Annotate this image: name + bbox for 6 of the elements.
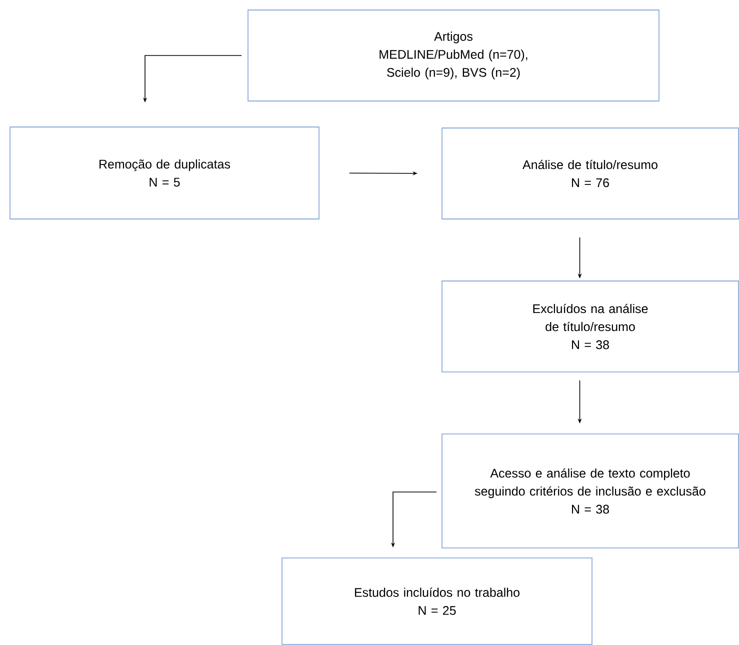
process-box: Excluídos na análise de título/resumo N = 38 <box>442 280 739 372</box>
process-box: Acesso e análise de texto completo seguindo critérios de inclusão e exclusão N = 38 <box>442 434 739 548</box>
process-box: Estudos incluídos no trabalho N = 25 <box>282 558 592 645</box>
process-box: Análise de título/resumo N = 76 <box>442 128 739 220</box>
process-box: Remoção de duplicatas N = 5 <box>10 126 320 220</box>
process-box: Artigos MEDLINE/PubMed (n=70), Scielo (n=9), BVS (n=2) <box>248 10 660 102</box>
